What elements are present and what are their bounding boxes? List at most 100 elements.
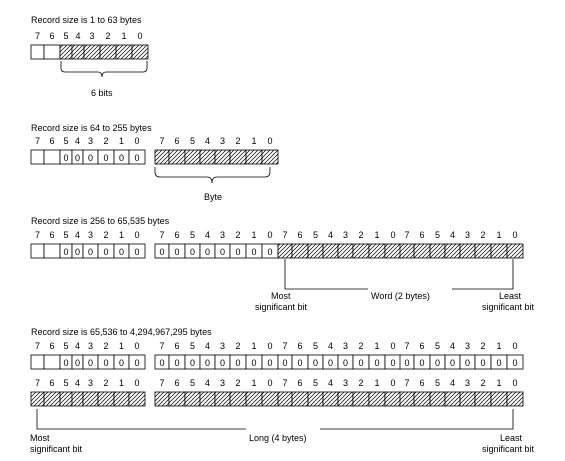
bit-value: 0 — [88, 153, 93, 163]
bit-number-label: 1 — [121, 31, 126, 41]
bit-number-label: 2 — [358, 341, 363, 351]
section-4-msb-label-2: significant bit — [30, 444, 83, 454]
bit-cell — [43, 149, 61, 165]
bit-value: 0 — [251, 247, 256, 257]
hatched-bit-cell — [490, 243, 508, 259]
bit-value: 0 — [134, 247, 139, 257]
bit-number-label: 7 — [282, 341, 287, 351]
bit-number-label: 7 — [159, 136, 164, 146]
hatched-bit-cell — [352, 243, 370, 259]
bit-number-label: 6 — [49, 31, 54, 41]
bit-value: 0 — [220, 358, 225, 368]
bit-number-label: 6 — [419, 341, 424, 351]
hatched-bit-cell — [214, 391, 231, 407]
bit-number-label: 2 — [103, 230, 108, 240]
bit-number-label: 0 — [137, 31, 142, 41]
bit-number-label: 6 — [297, 230, 302, 240]
hatched-bit-cell — [82, 391, 99, 407]
bit-number-label: 4 — [75, 341, 80, 351]
bit-value: 0 — [328, 358, 333, 368]
hatched-bit-cell — [399, 391, 415, 407]
bit-value: 0 — [63, 247, 68, 257]
bit-value: 0 — [119, 247, 124, 257]
hatched-bit-cell — [307, 391, 324, 407]
hatched-bit-cell — [506, 391, 524, 407]
bit-number-label: 0 — [267, 341, 272, 351]
bit-number-label: 3 — [343, 378, 348, 388]
section-4-middle-label: Long (4 bytes) — [249, 433, 307, 443]
hatched-bit-cell — [307, 243, 324, 259]
bit-number-label: 4 — [75, 378, 80, 388]
bit-number-label: 3 — [220, 230, 225, 240]
bit-value: 0 — [159, 358, 164, 368]
bit-number-label: 2 — [103, 341, 108, 351]
bit-number-label: 2 — [358, 230, 363, 240]
bit-number-label: 1 — [374, 378, 379, 388]
hatched-bit-cell — [322, 243, 339, 259]
bit-number-label: 6 — [174, 136, 179, 146]
bit-number-label: 5 — [190, 136, 195, 146]
bit-number-label: 2 — [235, 136, 240, 146]
bit-number-label: 4 — [205, 136, 210, 146]
bit-cell — [30, 44, 45, 60]
bit-value: 0 — [63, 153, 68, 163]
bit-number-label: 4 — [75, 230, 80, 240]
bit-number-label: 1 — [119, 230, 124, 240]
section-4-lsb-label-1: Least — [500, 433, 523, 443]
hatched-bit-cell — [184, 149, 201, 165]
hatched-bit-cell — [214, 149, 231, 165]
bit-number-label: 4 — [75, 136, 80, 146]
hatched-bit-cell — [459, 391, 476, 407]
bit-number-label: 4 — [328, 341, 333, 351]
bit-number-label: 5 — [313, 378, 318, 388]
hatched-bit-cell — [99, 44, 117, 60]
bit-value: 0 — [512, 358, 517, 368]
bit-number-label: 6 — [174, 341, 179, 351]
bit-number-label: 0 — [134, 136, 139, 146]
bit-number-label: 0 — [134, 230, 139, 240]
hatched-bit-cell — [291, 391, 309, 407]
hatched-bit-cell — [245, 149, 263, 165]
bit-number-label: 3 — [89, 31, 94, 41]
bit-number-label: 4 — [205, 341, 210, 351]
bit-number-label: 6 — [297, 341, 302, 351]
bit-value: 0 — [75, 358, 80, 368]
bit-cell — [43, 243, 61, 259]
section-1-title: Record size is 1 to 63 bytes — [31, 15, 142, 25]
hatched-bit-cell — [83, 44, 101, 60]
bit-number-label: 5 — [313, 341, 318, 351]
bit-cell — [43, 44, 61, 60]
bit-number-label: 5 — [435, 341, 440, 351]
section-4-msb-label-1: Most — [30, 433, 50, 443]
hatched-bit-cell — [291, 243, 309, 259]
bit-number-label: 5 — [63, 136, 68, 146]
bit-number-label: 7 — [404, 230, 409, 240]
hatched-bit-cell — [261, 391, 279, 407]
bit-cell — [30, 149, 45, 165]
bit-cell — [128, 243, 146, 259]
hatched-bit-cell — [245, 391, 263, 407]
bit-value: 0 — [450, 358, 455, 368]
bit-number-label: 2 — [480, 378, 485, 388]
hatched-bit-cell — [490, 391, 508, 407]
hatched-bit-cell — [368, 243, 386, 259]
bit-value: 0 — [251, 358, 256, 368]
hatched-bit-cell — [352, 391, 370, 407]
hatched-bit-cell — [71, 44, 85, 60]
hatched-bit-cell — [97, 391, 115, 407]
bit-value: 0 — [174, 358, 179, 368]
bit-number-label: 1 — [251, 230, 256, 240]
bit-cell — [30, 354, 45, 370]
